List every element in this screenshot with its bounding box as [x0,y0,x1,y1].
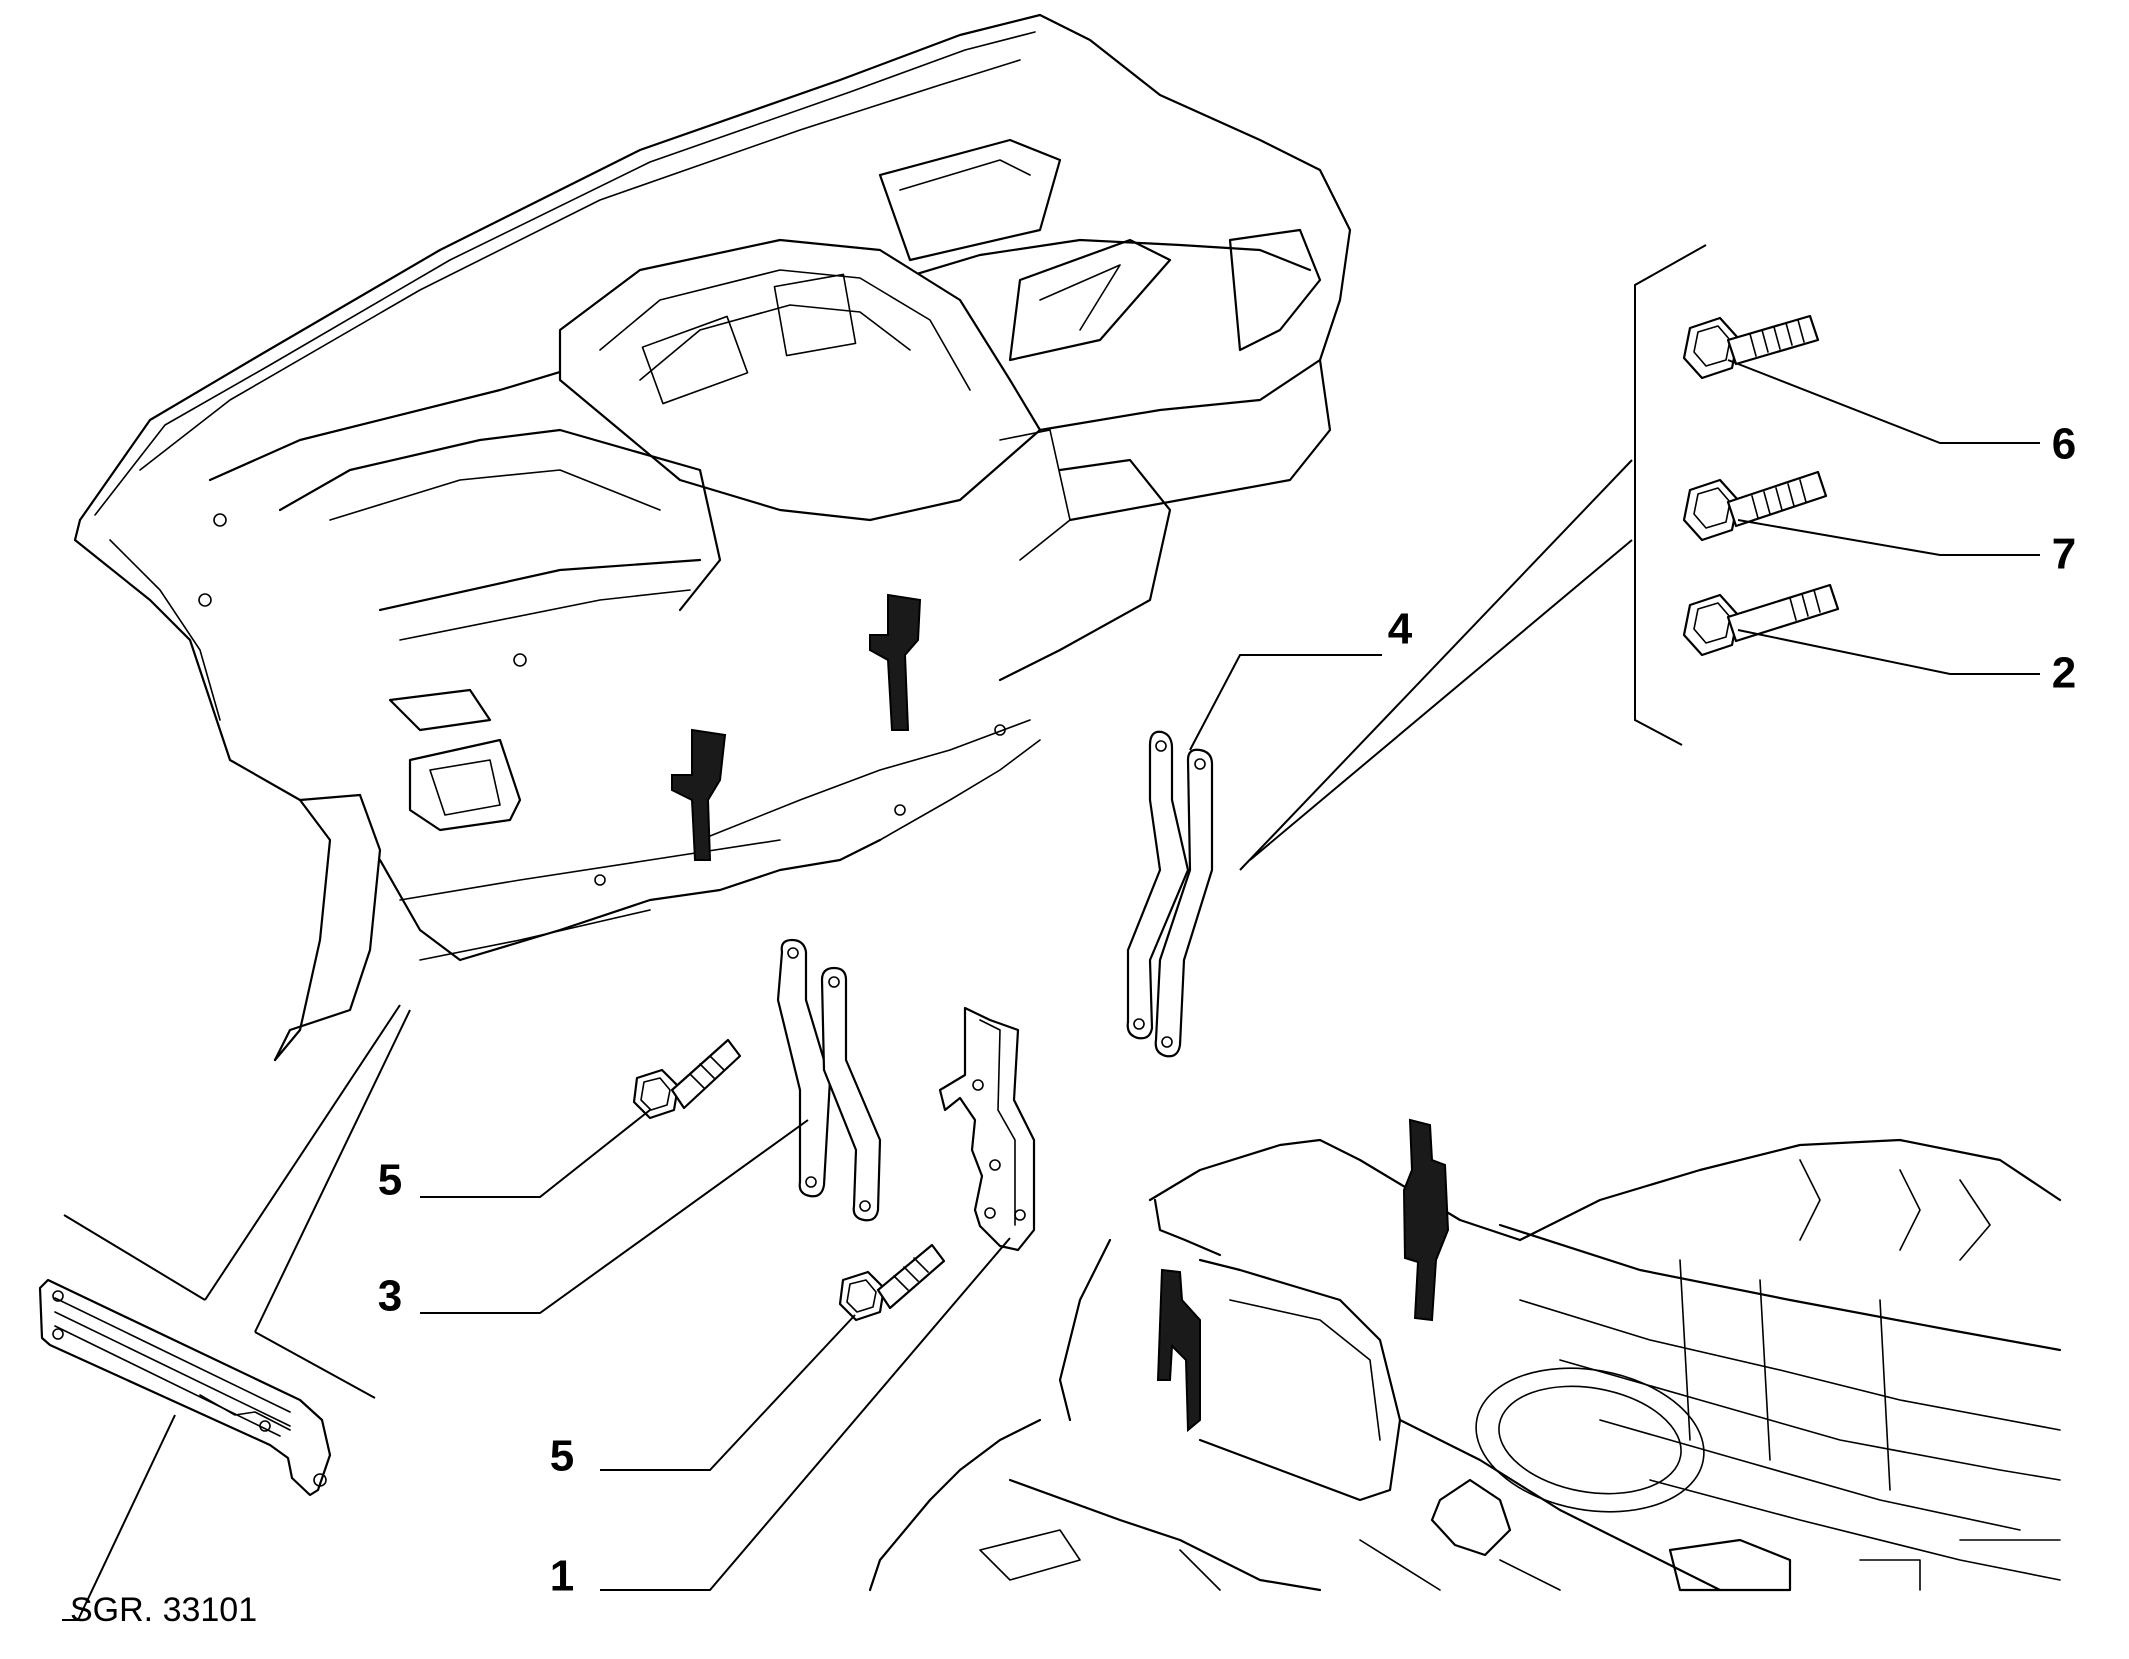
bolt-7 [1682,470,1828,542]
bolt-5-lower [838,1243,946,1322]
callout-labels: 6 7 2 4 5 3 5 1 SGR. 33101 [70,420,2076,1629]
callout-2: 2 [2052,649,2076,698]
callout-1: 1 [550,1552,574,1601]
callout-5-upper: 5 [378,1156,402,1205]
bolt-6 [1682,314,1820,380]
dashboard-assembly [73,13,1352,1062]
bracket-4 [1126,730,1214,1058]
bolt-2 [1682,583,1840,657]
bracket-3 [776,938,882,1222]
bolt-5-upper [632,1038,742,1120]
callout-6: 6 [2052,420,2076,469]
sgr-reference-label: SGR. 33101 [70,1591,257,1629]
callout-5-lower: 5 [550,1432,574,1481]
sgr-panel [38,1278,332,1497]
callout-4: 4 [1388,605,1413,654]
bracket-1 [938,1006,1036,1252]
bolt-group-bracket [1634,244,1707,746]
callout-3: 3 [378,1272,402,1321]
floor-pan [868,1118,2062,1592]
leader-lines [62,359,2040,1621]
callout-7: 7 [2052,530,2076,579]
